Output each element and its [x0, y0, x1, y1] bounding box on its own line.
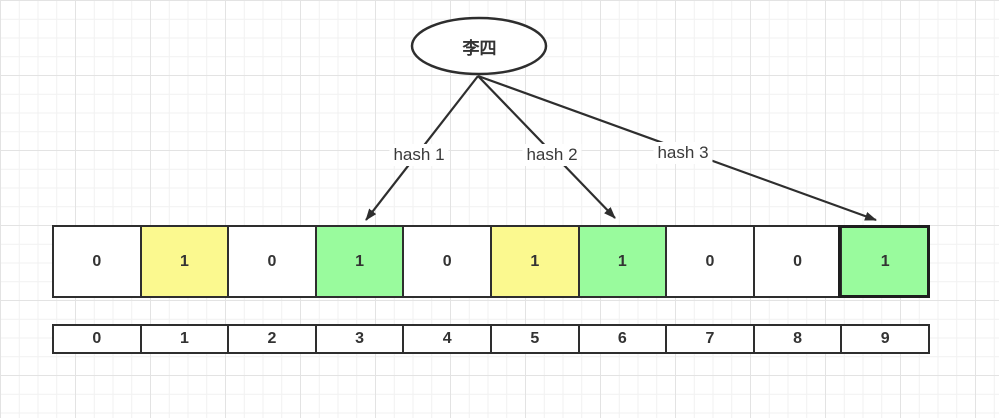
index-cell-8[interactable]: 8 — [752, 326, 841, 352]
hash1-label[interactable]: hash 1 — [389, 144, 449, 166]
bit-cell-8[interactable]: 0 — [752, 227, 841, 296]
entity-label: 李四 — [462, 39, 497, 58]
bit-cell-9[interactable]: 1 — [838, 225, 930, 298]
index-cell-7[interactable]: 7 — [665, 326, 753, 352]
bit-cell-5[interactable]: 1 — [489, 227, 578, 296]
index-row: 0 1 2 3 4 5 6 7 8 9 — [52, 324, 930, 354]
index-cell-5[interactable]: 5 — [489, 326, 578, 352]
index-cell-2[interactable]: 2 — [227, 326, 315, 352]
bit-cell-3[interactable]: 1 — [314, 227, 403, 296]
hash2-label[interactable]: hash 2 — [522, 144, 582, 166]
entity-ellipse[interactable] — [410, 16, 548, 76]
index-cell-1[interactable]: 1 — [139, 326, 228, 352]
bit-cell-4[interactable]: 0 — [402, 227, 490, 296]
bit-cell-7[interactable]: 0 — [665, 227, 753, 296]
bit-array: 0 1 0 1 0 1 1 0 0 1 — [52, 225, 930, 298]
index-cell-6[interactable]: 6 — [577, 326, 666, 352]
bit-cell-2[interactable]: 0 — [227, 227, 315, 296]
bit-cell-0[interactable]: 0 — [54, 227, 140, 296]
hash3-label[interactable]: hash 3 — [653, 142, 713, 164]
index-cell-3[interactable]: 3 — [314, 326, 403, 352]
bit-cell-1[interactable]: 1 — [139, 227, 228, 296]
index-cell-9[interactable]: 9 — [840, 326, 928, 352]
index-cell-4[interactable]: 4 — [402, 326, 490, 352]
bit-cell-6[interactable]: 1 — [577, 227, 666, 296]
index-cell-0[interactable]: 0 — [92, 330, 102, 347]
